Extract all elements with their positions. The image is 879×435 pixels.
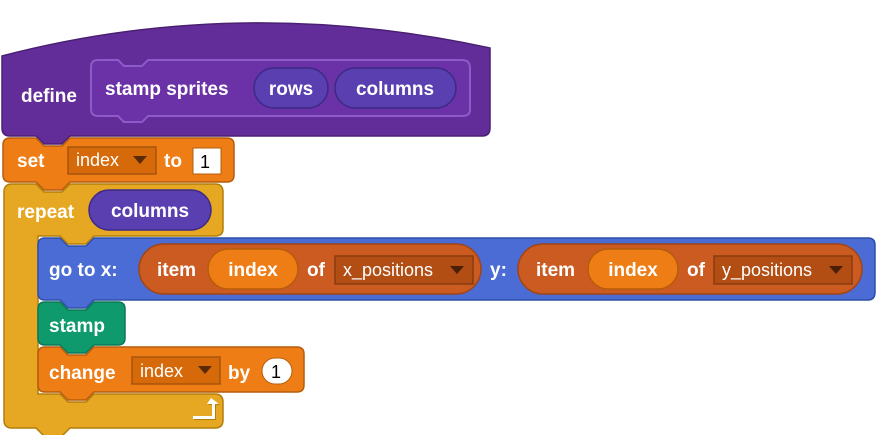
- param-columns[interactable]: columns: [334, 67, 457, 109]
- repeat-count-label: columns: [111, 201, 189, 222]
- item-keyword-x: item: [157, 260, 196, 281]
- item-keyword-y: item: [536, 260, 575, 281]
- stamp-label: stamp: [49, 316, 105, 337]
- index-reporter-x[interactable]: index: [207, 248, 299, 290]
- y-positions-list-dropdown[interactable]: y_positions: [713, 255, 853, 285]
- param-rows[interactable]: rows: [253, 67, 329, 109]
- change-value-text: 1: [271, 362, 281, 382]
- repeat-count-columns[interactable]: columns: [88, 189, 212, 231]
- index-reporter-y[interactable]: index: [587, 248, 679, 290]
- prototype-name: stamp sprites: [105, 79, 229, 100]
- of-keyword-x: of: [307, 260, 326, 281]
- change-keyword: change: [49, 363, 116, 384]
- x-positions-list-dropdown[interactable]: x_positions: [334, 255, 474, 285]
- index-reporter-x-label: index: [228, 260, 278, 281]
- goto-y-label: y:: [490, 260, 507, 281]
- dropdown-arrow-icon: [133, 156, 147, 164]
- x-positions-list-label: x_positions: [343, 260, 433, 281]
- goto-x-label: go to x:: [49, 260, 118, 281]
- loop-arrow-icon: [193, 398, 220, 420]
- stamp-block[interactable]: stamp: [37, 301, 126, 354]
- param-columns-label: columns: [356, 79, 434, 100]
- dropdown-arrow-icon: [198, 366, 212, 374]
- define-hat-block[interactable]: define stamp sprites rows columns: [1, 22, 491, 145]
- repeat-block[interactable]: repeat columns: [3, 183, 224, 435]
- param-rows-label: rows: [269, 79, 313, 100]
- goto-xy-block[interactable]: go to x: item index of x_positions y: it…: [37, 237, 876, 309]
- dropdown-arrow-icon: [829, 266, 843, 274]
- change-variable-dropdown-label: index: [140, 361, 183, 381]
- repeat-keyword: repeat: [17, 202, 75, 223]
- change-value-input[interactable]: 1: [261, 357, 293, 385]
- set-keyword: set: [17, 151, 45, 172]
- of-keyword-y: of: [687, 260, 706, 281]
- set-value-input[interactable]: 1: [192, 147, 222, 175]
- set-variable-block[interactable]: set index to 1: [2, 137, 235, 191]
- item-of-y-positions-reporter[interactable]: item index of y_positions: [517, 243, 863, 295]
- set-value-text: 1: [200, 152, 210, 172]
- change-variable-dropdown[interactable]: index: [131, 356, 221, 385]
- custom-block-prototype[interactable]: stamp sprites rows columns: [90, 59, 471, 123]
- set-to-label: to: [164, 151, 182, 172]
- change-variable-block[interactable]: change index by 1: [37, 346, 305, 401]
- set-variable-dropdown[interactable]: index: [67, 146, 157, 175]
- y-positions-list-label: y_positions: [722, 260, 812, 281]
- index-reporter-y-label: index: [608, 260, 658, 281]
- dropdown-arrow-icon: [450, 266, 464, 274]
- set-variable-dropdown-label: index: [76, 150, 119, 170]
- define-keyword: define: [21, 86, 77, 107]
- item-of-x-positions-reporter[interactable]: item index of x_positions: [138, 243, 482, 295]
- change-by-label: by: [228, 363, 251, 384]
